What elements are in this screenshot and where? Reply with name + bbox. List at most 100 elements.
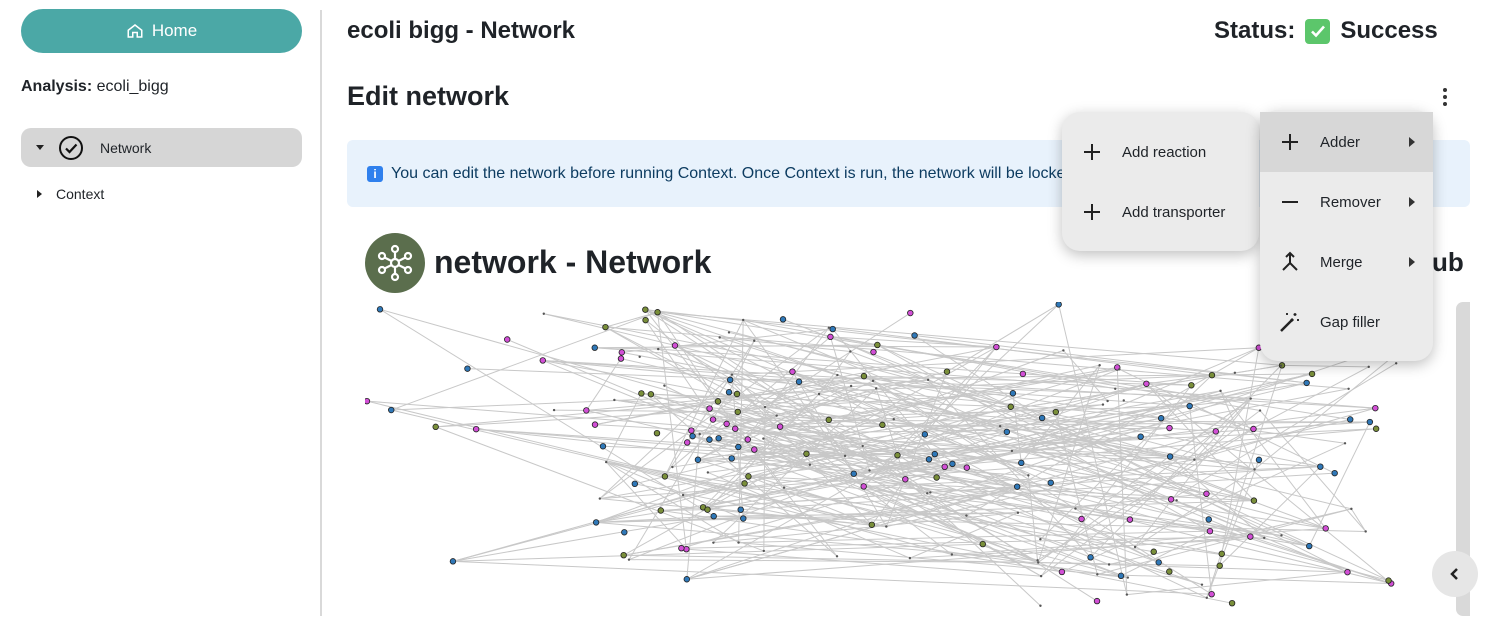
metabolite-node[interactable]: [694, 456, 702, 463]
reaction-node[interactable]: [1219, 389, 1222, 393]
reaction-node[interactable]: [868, 469, 871, 472]
metabolite-node[interactable]: [599, 443, 607, 450]
metabolite-node[interactable]: [1317, 463, 1324, 470]
metabolite-node[interactable]: [1166, 424, 1173, 432]
reaction-node[interactable]: [836, 373, 839, 377]
metabolite-node[interactable]: [1166, 568, 1173, 575]
metabolite-node[interactable]: [735, 443, 742, 451]
metabolite-node[interactable]: [591, 421, 599, 428]
metabolite-node[interactable]: [1155, 559, 1162, 566]
reaction-node[interactable]: [681, 493, 685, 497]
reaction-node[interactable]: [753, 339, 756, 342]
metabolite-node[interactable]: [618, 349, 625, 356]
reaction-node[interactable]: [892, 418, 895, 421]
metabolite-node[interactable]: [631, 480, 639, 488]
metabolite-node[interactable]: [714, 398, 722, 405]
metabolite-node[interactable]: [653, 429, 661, 437]
metabolite-node[interactable]: [432, 423, 439, 431]
home-button[interactable]: Home: [21, 9, 302, 53]
metabolite-node[interactable]: [902, 476, 909, 483]
metabolite-node[interactable]: [1013, 483, 1021, 490]
reaction-node[interactable]: [965, 514, 968, 517]
metabolite-node[interactable]: [376, 306, 384, 313]
metabolite-node[interactable]: [1038, 414, 1046, 422]
metabolite-node[interactable]: [583, 407, 590, 414]
metabolite-node[interactable]: [737, 506, 744, 513]
metabolite-node[interactable]: [661, 473, 669, 480]
metabolite-node[interactable]: [829, 325, 836, 333]
metabolite-node[interactable]: [709, 416, 717, 423]
metabolite-node[interactable]: [1250, 497, 1258, 504]
menu-item-add-transporter[interactable]: Add transporter: [1062, 182, 1259, 242]
metabolite-node[interactable]: [1206, 527, 1214, 535]
metabolite-node[interactable]: [1347, 416, 1354, 423]
reaction-node[interactable]: [706, 471, 710, 474]
reaction-node[interactable]: [712, 541, 715, 544]
metabolite-node[interactable]: [539, 357, 546, 364]
reaction-node[interactable]: [849, 384, 853, 388]
metabolite-node[interactable]: [1087, 554, 1094, 561]
metabolite-node[interactable]: [1018, 459, 1025, 467]
metabolite-node[interactable]: [1188, 382, 1195, 389]
reaction-node[interactable]: [605, 460, 608, 464]
reaction-node[interactable]: [817, 392, 821, 396]
metabolite-node[interactable]: [860, 372, 868, 380]
reaction-node[interactable]: [926, 492, 929, 495]
metabolite-node[interactable]: [1009, 390, 1017, 397]
metabolite-node[interactable]: [1007, 403, 1014, 410]
metabolite-node[interactable]: [365, 397, 371, 405]
metabolite-node[interactable]: [741, 480, 748, 487]
menu-item-remover[interactable]: Remover: [1260, 172, 1433, 232]
metabolite-node[interactable]: [911, 332, 918, 339]
menu-item-merge[interactable]: Merge: [1260, 232, 1433, 292]
metabolite-node[interactable]: [472, 425, 480, 433]
metabolite-node[interactable]: [388, 406, 395, 414]
metabolite-node[interactable]: [789, 368, 796, 375]
metabolite-node[interactable]: [1143, 380, 1150, 387]
metabolite-node[interactable]: [1306, 542, 1313, 550]
network-graph[interactable]: [365, 302, 1427, 616]
metabolite-node[interactable]: [1093, 597, 1101, 605]
metabolite-node[interactable]: [740, 515, 747, 522]
metabolite-node[interactable]: [621, 529, 628, 536]
metabolite-node[interactable]: [907, 309, 914, 317]
metabolite-node[interactable]: [1247, 533, 1254, 540]
menu-item-adder[interactable]: Adder: [1260, 112, 1433, 172]
reaction-node[interactable]: [1347, 387, 1350, 390]
reaction-node[interactable]: [1350, 507, 1353, 511]
scrollbar[interactable]: [1456, 302, 1470, 616]
reaction-node[interactable]: [1233, 371, 1237, 374]
reaction-node[interactable]: [1280, 534, 1283, 537]
metabolite-node[interactable]: [979, 540, 986, 548]
metabolite-node[interactable]: [1055, 302, 1062, 308]
reaction-node[interactable]: [808, 463, 812, 466]
metabolite-node[interactable]: [921, 431, 929, 438]
metabolite-node[interactable]: [1203, 490, 1210, 497]
reaction-node[interactable]: [762, 549, 766, 553]
reaction-node[interactable]: [1343, 442, 1347, 445]
reaction-node[interactable]: [843, 454, 847, 458]
metabolite-node[interactable]: [744, 436, 751, 443]
metabolite-node[interactable]: [1137, 433, 1144, 440]
metabolite-node[interactable]: [941, 463, 948, 471]
metabolite-node[interactable]: [1322, 525, 1329, 532]
metabolite-node[interactable]: [1117, 572, 1125, 580]
reaction-node[interactable]: [730, 373, 734, 376]
metabolite-node[interactable]: [870, 348, 877, 356]
metabolite-node[interactable]: [751, 446, 758, 453]
reaction-node[interactable]: [849, 350, 852, 353]
metabolite-node[interactable]: [684, 439, 691, 446]
reaction-node[interactable]: [1200, 583, 1204, 586]
reaction-node[interactable]: [1126, 576, 1130, 579]
reaction-node[interactable]: [1367, 365, 1370, 369]
reaction-node[interactable]: [742, 318, 745, 322]
reaction-node[interactable]: [727, 331, 731, 334]
caret-down-icon[interactable]: [36, 145, 44, 150]
reaction-node[interactable]: [1258, 409, 1262, 412]
metabolite-node[interactable]: [943, 368, 951, 375]
metabolite-node[interactable]: [1208, 590, 1215, 598]
metabolite-node[interactable]: [657, 507, 664, 514]
metabolite-node[interactable]: [779, 316, 787, 323]
metabolite-node[interactable]: [449, 558, 457, 565]
reaction-node[interactable]: [885, 525, 888, 528]
